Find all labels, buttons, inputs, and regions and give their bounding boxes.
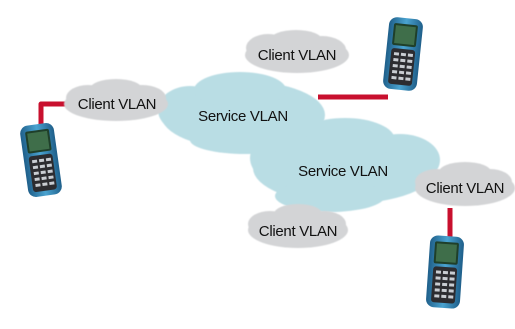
cloud-label-client-right: Client VLAN	[426, 180, 504, 197]
cloud-label-client-bottom: Client VLAN	[259, 223, 337, 240]
cloud-label-client-left: Client VLAN	[78, 96, 156, 113]
cloud-service-main	[158, 72, 325, 154]
handheld-tester-icon	[425, 234, 465, 310]
cloud-client-right	[415, 162, 515, 206]
cloud-client-left	[64, 79, 168, 121]
cloud-label-client-top: Client VLAN	[258, 47, 336, 64]
cloud-label-service-second: Service VLAN	[298, 163, 388, 180]
cloud-label-service-main: Service VLAN	[198, 108, 288, 125]
cloud-client-bottom	[248, 204, 348, 248]
cloud-client-top	[245, 30, 349, 73]
handheld-tester-icon	[19, 121, 63, 199]
handheld-tester-icon	[382, 16, 424, 92]
